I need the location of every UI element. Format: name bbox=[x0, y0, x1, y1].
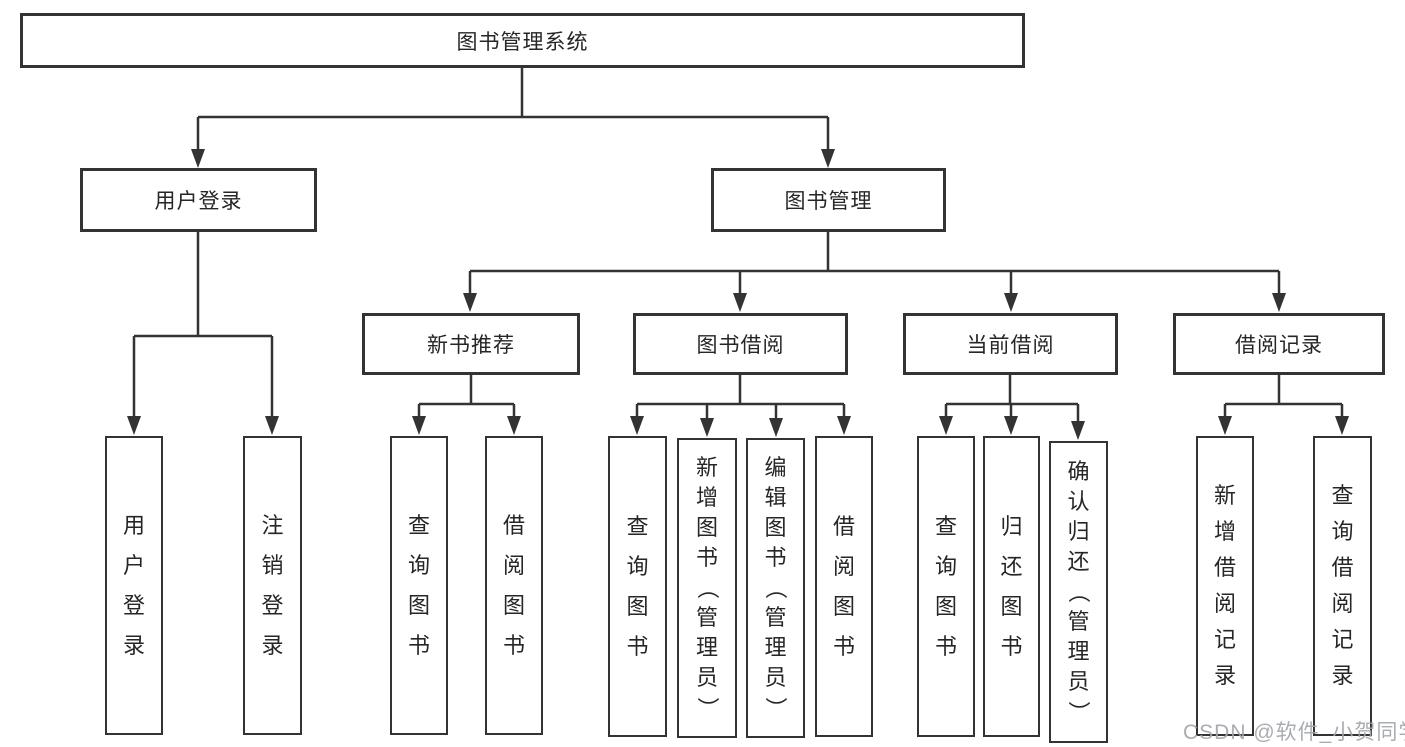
leaf-query-borrow-record: 查询借阅记录 bbox=[1313, 436, 1372, 736]
node-book-management: 图书管理 bbox=[711, 168, 946, 232]
leaf-add-books-admin: 新增图书（管理员） bbox=[677, 438, 737, 738]
leaf-borrow-books-borrowing: 借阅图书 bbox=[815, 436, 873, 737]
node-borrowing-records: 借阅记录 bbox=[1173, 313, 1385, 375]
arrowheads bbox=[127, 149, 1349, 440]
leaf-logout: 注销登录 bbox=[243, 436, 302, 735]
leaf-add-borrow-record: 新增借阅记录 bbox=[1196, 436, 1254, 736]
node-new-book-recommendation: 新书推荐 bbox=[362, 313, 580, 375]
node-current-borrowing: 当前借阅 bbox=[903, 313, 1118, 375]
leaf-confirm-return-admin: 确认归还（管理员） bbox=[1049, 441, 1108, 743]
leaf-borrow-books-recommend: 借阅图书 bbox=[485, 436, 543, 735]
csdn-watermark: CSDN @软件_小贺同学 bbox=[1183, 721, 1405, 744]
node-book-borrowing: 图书借阅 bbox=[633, 313, 848, 375]
leaf-query-books-current: 查询图书 bbox=[917, 436, 975, 737]
leaf-return-books: 归还图书 bbox=[983, 436, 1040, 737]
leaf-query-books-recommend: 查询图书 bbox=[390, 436, 448, 735]
leaf-edit-books-admin: 编辑图书（管理员） bbox=[746, 438, 805, 738]
leaf-query-books-borrowing: 查询图书 bbox=[608, 436, 667, 737]
node-user-login-group: 用户登录 bbox=[80, 168, 317, 232]
leaf-user-login: 用户登录 bbox=[105, 436, 163, 735]
node-library-management-system: 图书管理系统 bbox=[20, 13, 1025, 68]
